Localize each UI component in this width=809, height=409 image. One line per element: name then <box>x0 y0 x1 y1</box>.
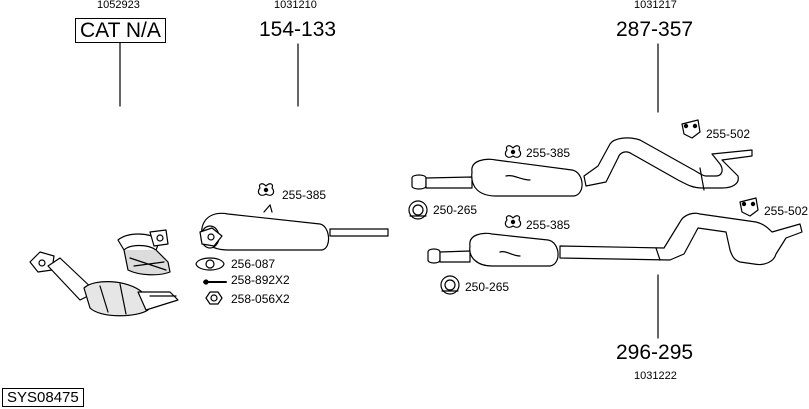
catalytic-converter-assembly <box>29 229 179 317</box>
gasket-icon <box>195 257 225 271</box>
callout-rear-a-hanger: 255-385 <box>526 146 571 160</box>
callout-gasket: 256-087 <box>231 257 276 271</box>
callout-bolt: 258-892X2 <box>231 273 290 287</box>
bolt-icon <box>203 279 227 285</box>
mid-ref-number: 1031210 <box>274 0 317 11</box>
callout-rear-b-clamp: 250-265 <box>465 280 510 294</box>
tail-hanger-rear-b-icon <box>739 197 759 217</box>
tail-hanger-rear-a-icon <box>681 119 701 139</box>
rear-silencer-b <box>427 212 803 267</box>
rear-b-ref-number: 1031222 <box>634 370 677 382</box>
system-code: SYS08475 <box>2 388 84 407</box>
callout-nut: 258-056X2 <box>231 292 290 306</box>
hanger-rubber-rear-a-icon <box>504 145 522 158</box>
mid-part-label: 154-133 <box>259 18 337 41</box>
hanger-rubber-rear-b-icon <box>504 215 522 228</box>
callout-rear-b-hanger: 255-385 <box>526 218 571 232</box>
callout-mid-hanger: 255-385 <box>282 188 327 202</box>
rear-a-part-label: 287-357 <box>616 18 694 41</box>
rear-b-part-label: 296-295 <box>616 341 694 364</box>
rear-silencer-a <box>411 137 753 197</box>
callout-rear-a-tail-hanger: 255-502 <box>706 127 751 141</box>
middle-silencer <box>199 204 389 251</box>
cat-ref-number: 1052923 <box>97 0 140 11</box>
rear-a-ref-number: 1031217 <box>634 0 677 11</box>
nut-icon <box>205 291 223 305</box>
clamp-rear-a-icon <box>408 200 428 220</box>
cat-part-label: CAT N/A <box>75 18 166 43</box>
clamp-rear-b-icon <box>440 275 460 295</box>
callout-rear-b-tail-hanger: 255-502 <box>764 204 809 218</box>
hanger-rubber-mid-icon <box>257 183 275 196</box>
callout-rear-a-clamp: 250-265 <box>433 203 478 217</box>
